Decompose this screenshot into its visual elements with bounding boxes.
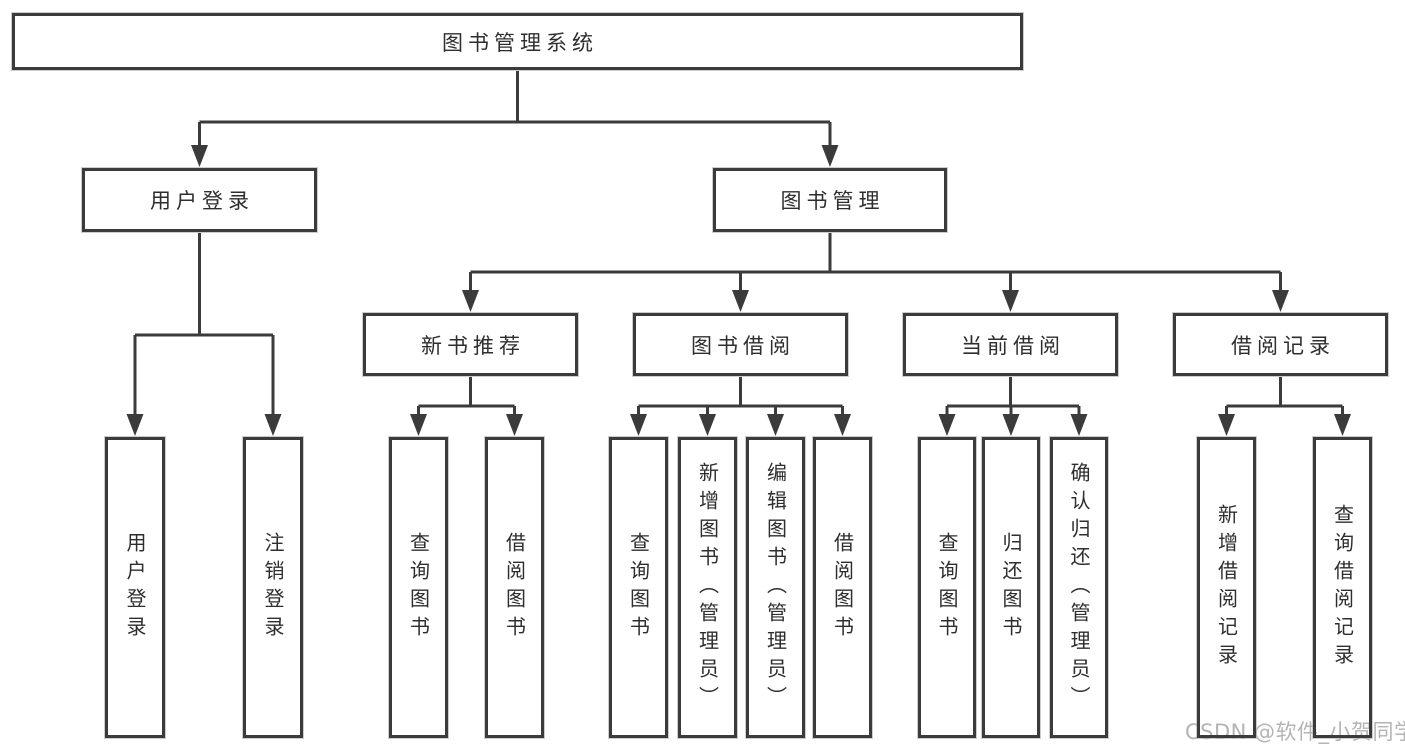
arrowhead-to-leaf-user-login xyxy=(126,414,144,436)
node-library-management-system-label: 图书管理系统 xyxy=(442,30,598,55)
arrowhead-to-borrow-records xyxy=(1272,290,1289,312)
connector-book-borrow-branch xyxy=(637,376,844,417)
node-leaf-user-login-label: 用户登录 xyxy=(123,531,147,644)
node-book-borrow: 图书借阅 xyxy=(633,313,848,376)
node-leaf-user-login: 用户登录 xyxy=(105,437,165,738)
node-user-login: 用户登录 xyxy=(82,168,317,232)
arrowhead-to-leaf-return-books xyxy=(1002,414,1020,436)
csdn-watermark: CSDN @软件_小贺同学 xyxy=(1185,720,1405,744)
arrowhead-to-leaf-query-books-recommend xyxy=(410,414,427,436)
arrowhead-to-leaf-add-borrow-record xyxy=(1218,414,1235,436)
arrowhead-to-leaf-add-books-admin xyxy=(699,414,716,436)
node-leaf-logout-label: 注销登录 xyxy=(261,531,285,644)
arrowhead-to-current-borrow xyxy=(1002,290,1019,312)
node-borrow-records-label: 借阅记录 xyxy=(1231,333,1335,358)
connector-root-to-level1 xyxy=(198,70,832,148)
arrowhead-to-leaf-logout xyxy=(264,414,282,436)
node-current-borrow-label: 当前借阅 xyxy=(961,333,1065,358)
node-leaf-edit-books-admin-label: 编辑图书（管理员） xyxy=(763,461,788,714)
arrowhead-to-new-book-recommend xyxy=(462,290,479,312)
node-leaf-borrow-books-recommend: 借阅图书 xyxy=(485,437,544,738)
node-leaf-add-borrow-record-label: 新增借阅记录 xyxy=(1214,503,1239,672)
node-user-login-label: 用户登录 xyxy=(150,189,254,213)
node-leaf-borrow-books-recommend-label: 借阅图书 xyxy=(502,531,527,644)
node-new-book-recommend-label: 新书推荐 xyxy=(421,333,525,358)
node-book-borrow-label: 图书借阅 xyxy=(691,333,795,358)
arrowhead-to-leaf-query-books-current xyxy=(938,414,956,436)
connector-new-book-recommend-branch xyxy=(417,376,516,417)
node-book-management-label: 图书管理 xyxy=(780,189,885,213)
arrowhead-to-book-management xyxy=(821,145,839,167)
node-leaf-edit-books-admin: 编辑图书（管理员） xyxy=(746,437,805,738)
connector-book-management-branch xyxy=(469,232,1282,293)
arrowhead-to-leaf-query-borrow-record xyxy=(1334,414,1351,436)
node-leaf-query-borrow-record-label: 查询借阅记录 xyxy=(1330,503,1355,672)
arrowhead-to-leaf-borrow-books-recommend xyxy=(506,414,523,436)
node-leaf-add-borrow-record: 新增借阅记录 xyxy=(1197,437,1256,738)
arrowhead-to-book-borrow xyxy=(732,290,749,312)
node-book-management: 图书管理 xyxy=(713,168,947,232)
node-leaf-query-borrow-record: 查询借阅记录 xyxy=(1313,437,1372,738)
arrowhead-to-leaf-borrow-books xyxy=(834,414,851,436)
node-leaf-return-books: 归还图书 xyxy=(982,437,1040,738)
node-leaf-add-books-admin: 新增图书（管理员） xyxy=(678,437,737,738)
node-leaf-add-books-admin-label: 新增图书（管理员） xyxy=(695,461,720,714)
node-leaf-query-books-recommend: 查询图书 xyxy=(389,437,448,738)
node-leaf-query-books-current-label: 查询图书 xyxy=(935,531,959,644)
arrowhead-to-user-login xyxy=(191,145,208,167)
node-leaf-query-books-recommend-label: 查询图书 xyxy=(406,531,431,644)
arrowhead-to-leaf-confirm-return-admin xyxy=(1070,414,1088,436)
node-leaf-confirm-return-admin: 确认归还（管理员） xyxy=(1050,437,1108,738)
connector-borrow-records-branch xyxy=(1225,376,1344,417)
node-leaf-query-books-borrow: 查询图书 xyxy=(609,437,668,738)
node-leaf-borrow-books-label: 借阅图书 xyxy=(830,531,855,644)
node-borrow-records: 借阅记录 xyxy=(1173,313,1388,376)
node-new-book-recommend: 新书推荐 xyxy=(363,313,578,376)
node-leaf-logout: 注销登录 xyxy=(243,437,303,738)
node-leaf-return-books-label: 归还图书 xyxy=(999,531,1023,644)
connector-user-login-branch xyxy=(133,232,275,417)
arrowhead-to-leaf-edit-books-admin xyxy=(767,414,784,436)
node-leaf-confirm-return-admin-label: 确认归还（管理员） xyxy=(1067,461,1091,714)
connector-current-borrow-branch xyxy=(945,376,1081,417)
arrowhead-to-leaf-query-books-borrow xyxy=(630,414,647,436)
node-leaf-query-books-current: 查询图书 xyxy=(918,437,976,738)
node-leaf-query-books-borrow-label: 查询图书 xyxy=(626,531,651,644)
node-current-borrow: 当前借阅 xyxy=(903,313,1118,376)
node-library-management-system: 图书管理系统 xyxy=(12,13,1023,70)
node-leaf-borrow-books: 借阅图书 xyxy=(813,437,872,738)
